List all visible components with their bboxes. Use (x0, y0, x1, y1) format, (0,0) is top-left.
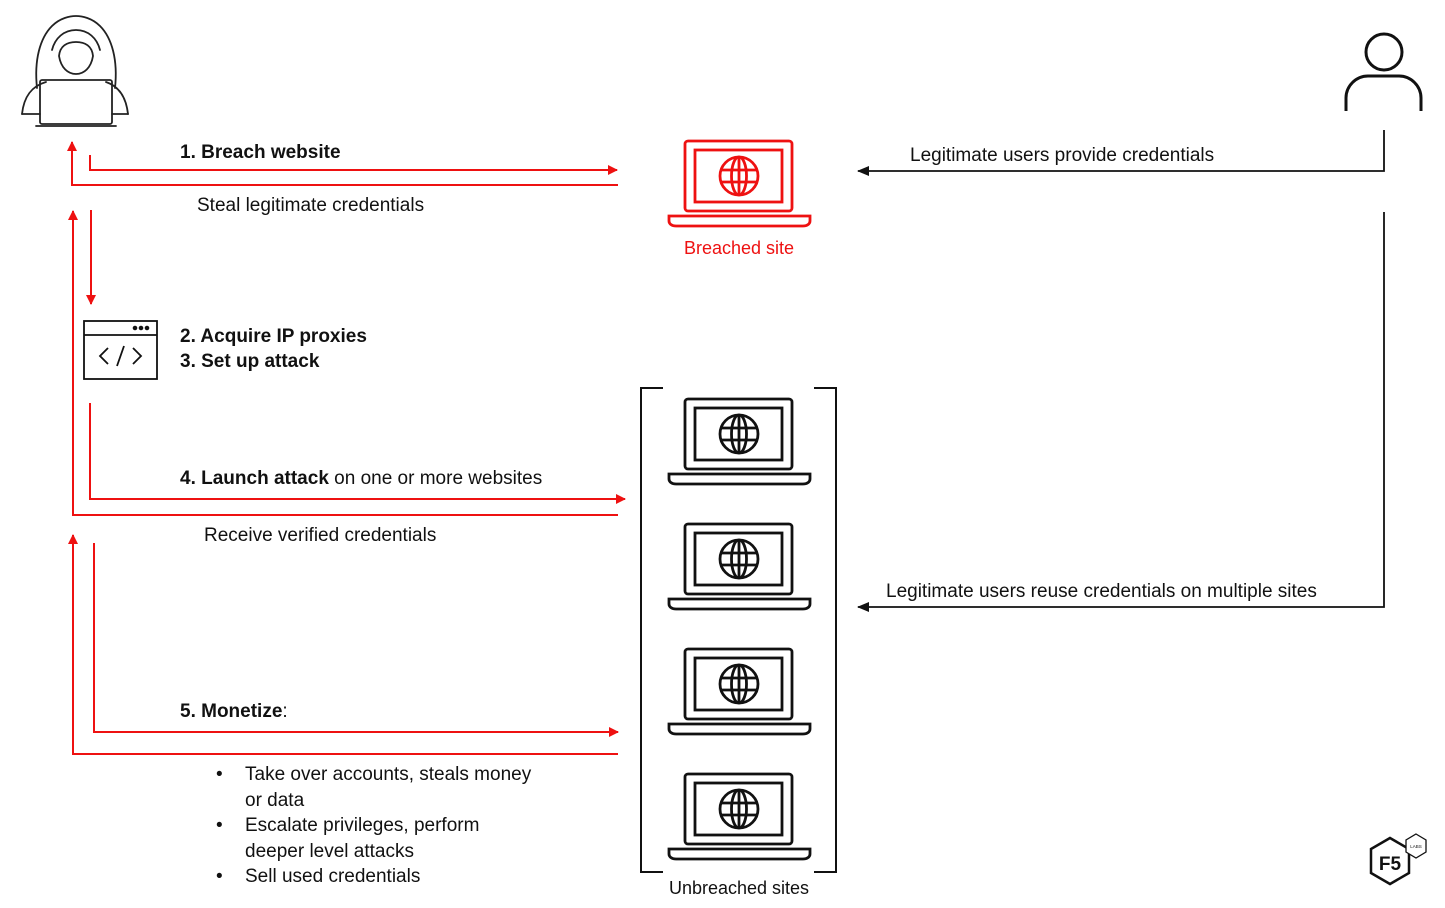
unbreached-sites-label: Unbreached sites (668, 878, 810, 898)
unbreached-site-icon-4 (667, 772, 812, 861)
arrow-monetize (93, 543, 619, 737)
attack-flow-arrows (67, 141, 626, 755)
hooded-hacker-icon (21, 15, 129, 127)
monetize-bullet-2: Escalate privileges, perform deeper leve… (214, 813, 534, 864)
person-icon (1344, 32, 1423, 111)
unbreached-sites-bracket (640, 387, 837, 873)
logo-f5-text: F5 (1379, 854, 1402, 875)
monetize-bullet-1: Take over accounts, steals money or data (214, 762, 534, 813)
legit-user-arrows (857, 130, 1385, 612)
steal-credentials-label: Steal legitimate credentials (197, 195, 425, 216)
unbreached-site-icon-1 (667, 397, 812, 486)
unbreached-site-icon-3 (667, 647, 812, 736)
monetize-bullet-list: Take over accounts, steals money or data… (214, 762, 534, 890)
arrow-steal-credentials (67, 141, 618, 186)
unbreached-site-icon-2 (667, 522, 812, 611)
step2-label: 2. Acquire IP proxies (180, 326, 367, 347)
step5-label: 5. Monetize: (180, 701, 288, 723)
arrow-users-reuse (857, 212, 1385, 612)
step1-label: 1. Breach website (180, 142, 341, 163)
users-provide-label: Legitimate users provide credentials (910, 145, 1215, 166)
step4-label: 4. Launch attack on one or more websites (180, 468, 542, 490)
breached-site-icon (667, 139, 812, 228)
bullet-text-1: Take over accounts, steals money or data (245, 764, 532, 811)
arrow-receive-credentials (68, 210, 618, 516)
arrow-users-provide (857, 130, 1385, 176)
logo-labs-text: LABS (1410, 844, 1422, 849)
step3-label: 3. Set up attack (180, 351, 320, 372)
arrow-launch-attack (89, 403, 626, 504)
step4-rest: on one or more websites (328, 468, 543, 489)
receive-credentials-label: Receive verified credentials (204, 525, 437, 546)
users-reuse-label: Legitimate users reuse credentials on mu… (886, 581, 1317, 602)
monetize-bullet-3: Sell used credentials (214, 864, 534, 890)
bullet-text-3: Sell used credentials (245, 866, 421, 887)
arrow-breach-website (89, 155, 618, 175)
breached-site-label: Breached site (683, 238, 795, 258)
step5-rest: : (282, 701, 288, 722)
f5-labs-logo: F5 LABS (1369, 833, 1427, 886)
arrow-monetize-return (68, 534, 618, 755)
code-window-icon (83, 320, 158, 380)
bullet-text-2: Escalate privileges, perform deeper leve… (245, 815, 480, 862)
step4-bold: 4. Launch attack (180, 468, 329, 489)
step5-bold: 5. Monetize (180, 701, 283, 722)
